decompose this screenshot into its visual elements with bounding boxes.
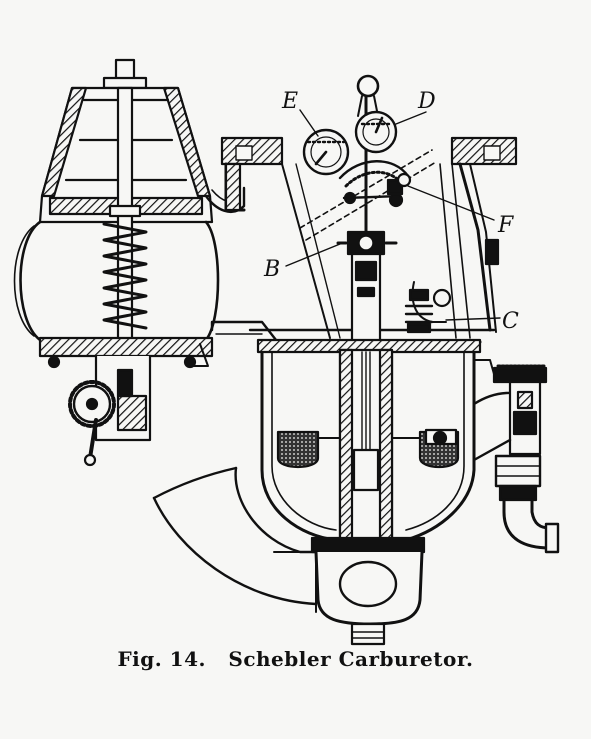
callout-b: B: [263, 257, 280, 282]
leader-lines: [285, 109, 501, 321]
figure-caption: Fig. 14. Schebler Carburetor.: [0, 647, 591, 671]
air-valve-assembly: [13, 58, 278, 467]
mixing-chamber: [220, 74, 518, 348]
callout-d: D: [417, 89, 436, 114]
drain-bowl: [310, 536, 426, 646]
outlet-manifold: [152, 466, 324, 613]
float-bowl: [256, 338, 482, 542]
callout-f: F: [497, 213, 514, 238]
figure-title: Schebler Carburetor.: [228, 647, 474, 671]
fuel-inlet: [472, 359, 560, 554]
callout-e: E: [281, 89, 298, 114]
figure-number: Fig. 14.: [117, 647, 206, 671]
callout-c: C: [502, 309, 519, 334]
